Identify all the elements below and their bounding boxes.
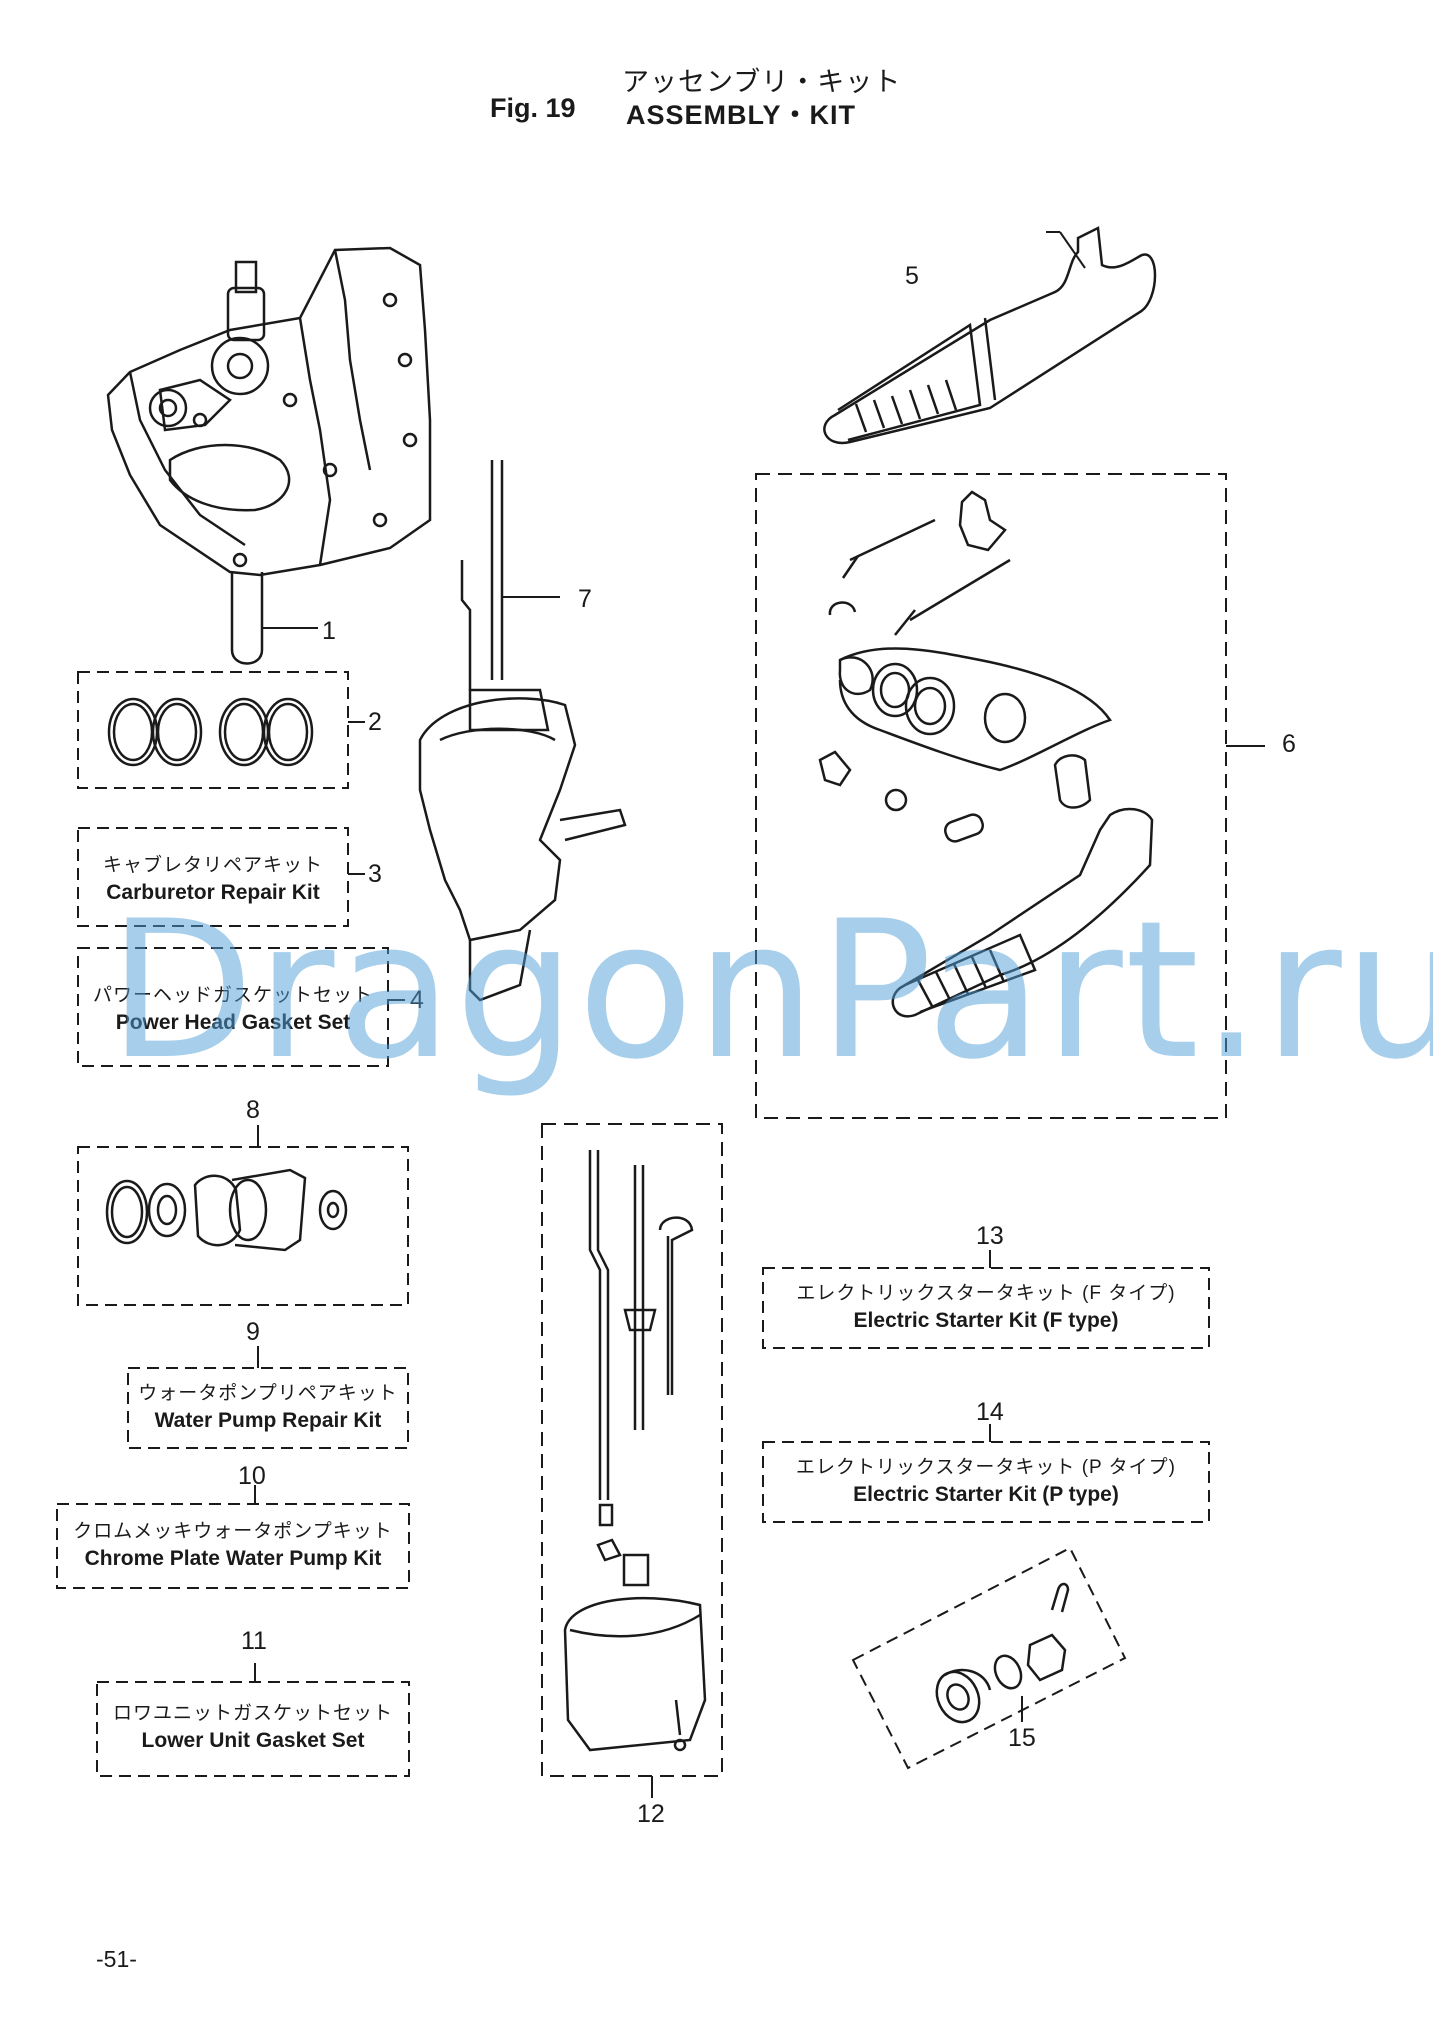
water-pump-kit-illustration xyxy=(77,1125,409,1306)
part-number-14: 14 xyxy=(976,1398,1004,1426)
part-number-9: 9 xyxy=(246,1318,260,1346)
water-pump-repair-box xyxy=(127,1367,409,1449)
part-number-5: 5 xyxy=(905,262,919,290)
label-en: Electric Starter Kit (P type) xyxy=(853,1483,1119,1506)
label-en: Chrome Plate Water Pump Kit xyxy=(84,1547,382,1570)
label-jp: パワーヘッドガスケットセット xyxy=(92,985,373,1006)
label-water-pump-repair-kit: ウォータポンプリペアキット Water Pump Repair Kit xyxy=(128,1380,408,1434)
label-en: Water Pump Repair Kit xyxy=(154,1409,382,1432)
label-jp: エレクトリックスタータキット (P タイプ) xyxy=(796,1457,1176,1478)
label-jp: ロワユニットガスケットセット xyxy=(112,1703,393,1724)
label-jp: クロムメッキウォータポンプキット xyxy=(73,1521,393,1542)
label-jp: エレクトリックスタータキット (F タイプ) xyxy=(796,1283,1176,1304)
label-electric-starter-kit-p: エレクトリックスタータキット (P タイプ) Electric Starter … xyxy=(763,1454,1209,1508)
starter-p-type-box xyxy=(762,1441,1210,1523)
part-number-1: 1 xyxy=(322,617,336,645)
part-number-10: 10 xyxy=(238,1462,266,1490)
lower-unit-illustration xyxy=(418,460,627,1002)
label-chrome-plate-water-pump-kit: クロムメッキウォータポンプキット Chrome Plate Water Pump… xyxy=(57,1518,409,1572)
part-number-4: 4 xyxy=(410,986,424,1014)
label-jp: キャブレタリペアキット xyxy=(102,855,323,876)
title-japanese: アッセンブリ・キット xyxy=(622,67,902,97)
tiller-handle-illustration xyxy=(823,226,1157,445)
label-jp: ウォータポンプリペアキット xyxy=(138,1383,398,1404)
part-number-6: 6 xyxy=(1282,730,1296,758)
power-head-gasket-box xyxy=(77,947,389,1067)
carburetor-kit-box xyxy=(77,827,349,927)
lower-unit-gasket-box xyxy=(96,1681,410,1777)
title-english: ASSEMBLY・KIT xyxy=(626,100,857,130)
part-number-12: 12 xyxy=(637,1800,665,1828)
power-head-illustration xyxy=(106,246,432,665)
part-number-7: 7 xyxy=(578,585,592,613)
part-number-15: 15 xyxy=(1008,1724,1036,1752)
label-lower-unit-gasket-set: ロワユニットガスケットセット Lower Unit Gasket Set xyxy=(97,1700,409,1754)
o-ring-set-illustration xyxy=(77,671,365,789)
label-en: Electric Starter Kit (F type) xyxy=(853,1309,1119,1332)
part-number-13: 13 xyxy=(976,1222,1004,1250)
part-number-3: 3 xyxy=(368,860,382,888)
part-number-8: 8 xyxy=(246,1096,260,1124)
label-power-head-gasket-set: パワーヘッドガスケットセット Power Head Gasket Set xyxy=(78,982,388,1036)
label-electric-starter-kit-f: エレクトリックスタータキット (F タイプ) Electric Starter … xyxy=(763,1280,1209,1334)
label-carburetor-repair-kit: キャブレタリペアキット Carburetor Repair Kit xyxy=(78,852,348,906)
electric-starter-assembly-illustration xyxy=(755,473,1265,1119)
propeller-nut-set-illustration xyxy=(851,1546,1127,1770)
label-en: Carburetor Repair Kit xyxy=(106,881,320,904)
label-en: Lower Unit Gasket Set xyxy=(141,1729,365,1752)
figure-label: Fig. 19 xyxy=(490,93,576,123)
page-number: -51- xyxy=(96,1946,137,1972)
part-number-11: 11 xyxy=(241,1627,267,1655)
chrome-plate-pump-box xyxy=(56,1503,410,1589)
shift-rod-kit-illustration xyxy=(541,1123,723,1798)
label-en: Power Head Gasket Set xyxy=(115,1011,351,1034)
starter-f-type-box xyxy=(762,1267,1210,1349)
part-number-2: 2 xyxy=(368,708,382,736)
watermark: DragonPart.ru xyxy=(108,880,1433,1101)
